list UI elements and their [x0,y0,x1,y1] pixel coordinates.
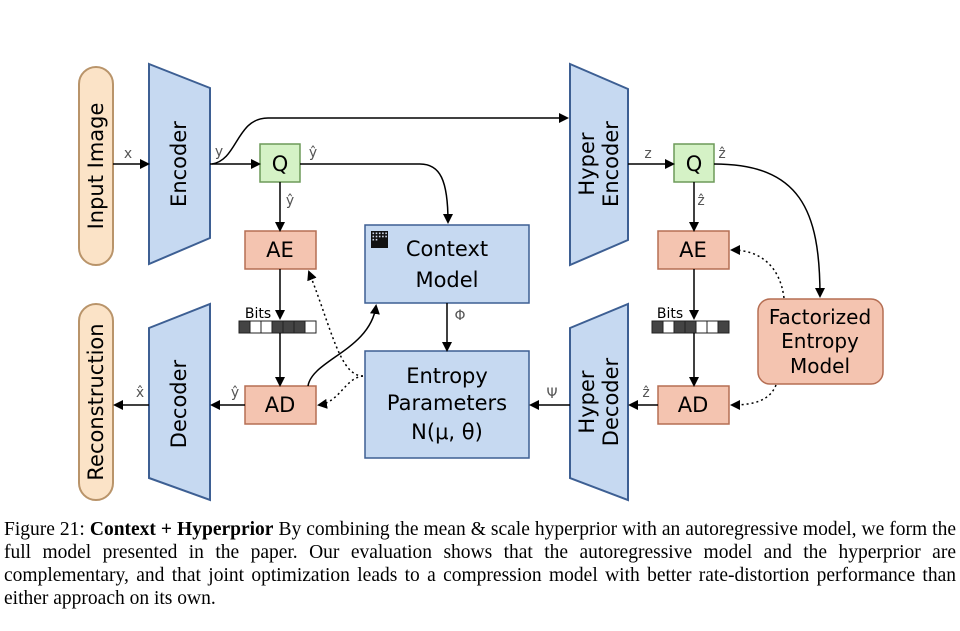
label-x-hat: x̂ [136,385,144,401]
arithmetic-encoder-right: AE [657,230,730,270]
bitstream-right-bit [684,320,697,334]
encoder-label: Encoder [167,121,191,207]
arithmetic-decoder-left: AD [244,385,317,425]
grid-cell [372,232,375,235]
grid-cell [372,235,375,238]
bitstream-left [238,320,317,334]
label-phi: Φ [454,308,465,324]
context-model-label-1: Context [406,237,488,261]
entropy-params-label-3: N(μ, θ) [411,420,483,444]
bitstream-right-bit [717,320,730,334]
entropy-params-label-2: Parameters [387,391,507,415]
label-z: z [644,146,651,162]
bitstream-right-bit [651,320,664,334]
label-psi: Ψ [546,386,557,402]
label-x: x [124,146,132,162]
ad-left-label: AD [265,393,296,417]
arithmetic-decoder-right: AD [657,385,730,425]
ae-right-label: AE [679,238,707,262]
factorized-entropy-model-block: Factorized Entropy Model [757,298,884,385]
decoder-block: Decoder [148,302,211,502]
bitstream-right [651,320,730,334]
caption-label: Figure 21: [4,519,85,540]
grid-cell [375,232,378,235]
grid-cell [378,232,381,235]
bitstream-right-bit [673,320,686,334]
label-z-hat-ad: ẑ [642,385,649,401]
entropy-params-label-1: Entropy [406,364,488,388]
bitstream-left-bit [304,320,317,334]
masked-grid-icon [371,231,388,248]
bits-labels: Bits Bits [245,306,683,322]
decoder-label: Decoder [167,359,191,448]
grid-cell [372,238,375,241]
bitstream-left-bit [249,320,262,334]
grid-cell [385,235,387,238]
entropy-parameters-block: Entropy Parameters N(μ, θ) [364,350,530,459]
grid-cell [375,238,378,241]
factorized-label-1: Factorized [769,305,871,329]
bitstream-left-bit [260,320,273,334]
bitstream-left-bit [271,320,284,334]
label-z-hat-q: ẑ [718,146,725,162]
bitstream-right-bit [662,320,675,334]
bits-left-label: Bits [245,306,271,322]
caption-text: By combining the mean & scale hyperprior… [4,519,957,609]
reconstruction-label: Reconstruction [84,323,108,480]
label-y: y [215,144,223,160]
ad-right-label: AD [678,393,709,417]
hyper-encoder-block: Hyper Encoder [569,62,629,267]
hyper-encoder-label-2: Encoder [599,121,623,207]
input-image-label: Input Image [84,103,108,230]
quantizer-right: Q [673,143,715,183]
factorized-label-2: Entropy [781,329,859,353]
label-z-hat-down: ẑ [697,193,704,209]
bitstream-left-bit [238,320,251,334]
probability-arrows [307,245,785,410]
caption-title: Context + Hyperprior [89,519,274,540]
label-y-hat-ad: ŷ [231,385,239,401]
quantizer-left-label: Q [272,152,289,176]
hyper-decoder-block: Hyper Decoder [569,302,629,502]
signal-labels: x y ŷ ŷ ŷ x̂ z ẑ ẑ ẑ Φ Ψ [124,144,726,402]
bitstream-left-bit [282,320,295,334]
ae-left-label: AE [266,238,294,262]
hyper-decoder-label-2: Decoder [599,357,623,446]
factorized-label-3: Model [790,354,850,378]
grid-cell [382,235,384,238]
hyper-encoder-label-1: Hyper [575,132,599,195]
model-diagram: Input Image Reconstruction Encoder Decod… [78,62,884,502]
grid-cell [385,232,387,235]
grid-cell [378,235,381,238]
label-y-hat-down: ŷ [286,193,294,209]
bitstream-left-bit [293,320,306,334]
grid-cell [382,232,384,235]
quantizer-right-label: Q [686,152,703,176]
quantizer-left: Q [259,143,301,183]
bitstream-right-bit [706,320,719,334]
context-model-block: Context Model [364,224,530,304]
figure-caption: Figure 21: Context + Hyperprior By combi… [4,518,956,610]
grid-cell [375,235,378,238]
bitstream-right-bit [695,320,708,334]
reconstruction-pill: Reconstruction [78,303,114,501]
connection-arrows [113,113,825,410]
bits-right-label: Bits [657,306,683,322]
arithmetic-encoder-left: AE [244,230,317,270]
hyper-decoder-label-1: Hyper [575,370,599,433]
input-image-pill: Input Image [78,66,114,266]
encoder-block: Encoder [148,62,211,266]
label-y-hat-q: ŷ [309,145,317,161]
context-model-label-2: Model [415,268,478,292]
